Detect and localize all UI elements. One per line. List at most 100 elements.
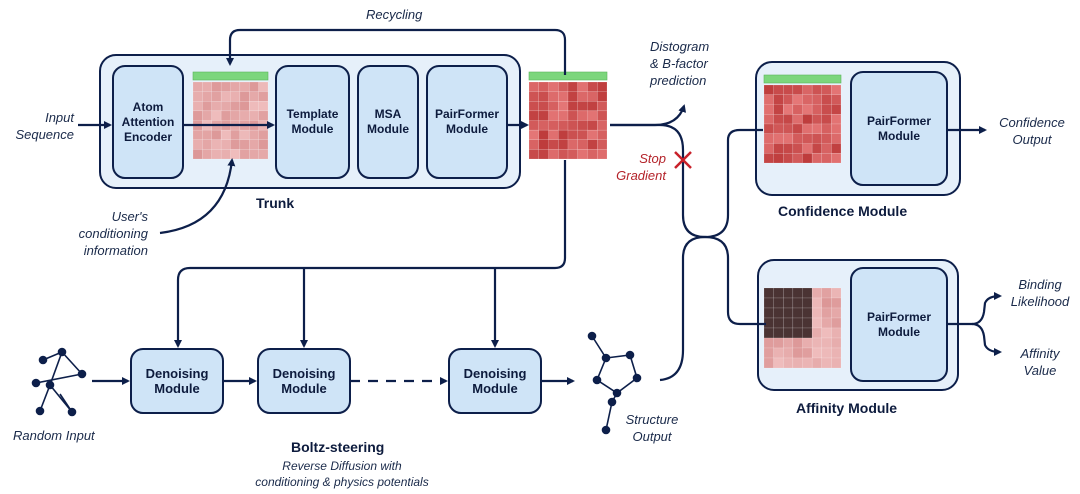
pair-grid-cell <box>773 94 784 105</box>
pair-grid-cell <box>783 307 794 319</box>
pair-grid-cell <box>802 347 813 359</box>
pair-grid-cell <box>792 84 803 95</box>
pair-grid-cell <box>773 153 784 164</box>
pair-grid-cell <box>831 317 842 329</box>
pair-grid-cell <box>548 81 559 92</box>
pair-grid-cell <box>249 129 259 140</box>
input-sequence-label: Input Sequence <box>15 110 74 142</box>
pair-grid-cell <box>587 149 598 160</box>
pair-grid-cell <box>831 143 842 154</box>
structure-output-label: Structure Output <box>625 412 679 444</box>
pair-grid-cell <box>597 110 608 121</box>
pair-grid-cell <box>783 297 794 309</box>
pair-grid-cell <box>821 357 832 369</box>
pair-grid-cell <box>831 104 842 115</box>
pair-grid-cell <box>821 94 832 105</box>
pair-grid-cell <box>192 129 203 140</box>
pair-grid-cell <box>792 357 803 369</box>
pair-grid-cell <box>811 287 822 299</box>
pair-grid-cell <box>783 143 794 154</box>
pair-grid-cell <box>773 347 784 359</box>
pair-grid-cell <box>230 110 241 121</box>
pair-grid-cell <box>802 133 813 144</box>
pair-grid-cell <box>597 149 608 160</box>
pair-grid-cell <box>239 129 250 140</box>
pair-grid-cell <box>831 287 842 299</box>
pair-grid-cell <box>763 84 774 95</box>
pair-grid-cell <box>192 149 203 160</box>
pair-grid-cell <box>811 337 822 349</box>
stop-cross-icon <box>674 151 692 169</box>
pair-grid-cell <box>597 81 608 92</box>
pair-grid-cell <box>249 110 259 121</box>
pair-grid-cell <box>230 139 241 150</box>
pair-grid-cell <box>202 139 212 150</box>
pair-grid-cell <box>831 357 842 369</box>
pair-grid-cell <box>792 114 803 125</box>
pair-grid-cell <box>567 129 578 140</box>
pair-grid-cell <box>587 110 598 121</box>
pair-grid-cell <box>831 327 842 339</box>
pair-grid-cell <box>567 101 578 112</box>
pair-grid-cell <box>811 327 822 339</box>
pair-grid-cell <box>821 133 832 144</box>
msa-module-label: MSA Module <box>367 107 409 136</box>
sequence-embedding-bar <box>528 71 608 81</box>
pair-grid-cell <box>773 307 784 319</box>
pair-grid-cell <box>192 81 203 92</box>
pair-grid-cell <box>811 94 822 105</box>
pair-grid-cell <box>202 110 212 121</box>
pair-grid-cell <box>258 149 269 160</box>
pair-grid-cell <box>783 327 794 339</box>
pair-grid-cell <box>831 84 842 95</box>
pair-grid-cell <box>548 139 559 150</box>
atom-attention-encoder-label: Atom Attention Encoder <box>121 99 175 144</box>
pair-grid-cell <box>831 347 842 359</box>
pair-grid-cell <box>763 153 774 164</box>
pair-grid-cell <box>528 81 539 92</box>
distogram-label: Distogram & B-factor prediction <box>650 39 710 88</box>
pair-grid-cell <box>597 101 608 112</box>
pair-grid-cell <box>577 129 588 140</box>
pair-grid-cell <box>528 139 539 150</box>
pair-grid-cell <box>792 297 803 309</box>
pair-grid-cell <box>239 139 250 150</box>
pair-grid-cell <box>792 133 803 144</box>
pair-grid-cell <box>792 347 803 359</box>
pair-grid-cell <box>558 129 569 140</box>
pair-grid-cell <box>220 149 231 160</box>
pair-grid-cell <box>811 133 822 144</box>
pair-grid-cell <box>783 287 794 299</box>
pair-grid-cell <box>577 110 588 121</box>
pair-grid-cell <box>831 133 842 144</box>
pair-grid-cell <box>792 104 803 115</box>
pair-grid-cell <box>587 91 598 102</box>
pairformer-trunk-box <box>426 65 508 179</box>
pair-grid-cell <box>577 149 588 160</box>
pair-grid-cell <box>220 129 231 140</box>
pair-grid-cell <box>763 104 774 115</box>
pair-grid-cell <box>211 110 222 121</box>
pair-grid-cell <box>220 91 231 102</box>
pair-grid-cell <box>802 357 813 369</box>
pair-grid-cell <box>558 120 569 131</box>
pair-grid-cell <box>763 287 774 299</box>
pair-grid-cell <box>763 307 774 319</box>
pair-grid-cell <box>249 139 259 150</box>
pair-grid-cell <box>567 149 578 160</box>
pair-grid-cell <box>792 143 803 154</box>
pair-grid-cell <box>548 91 559 102</box>
pair-grid-cell <box>230 81 241 92</box>
pair-grid-cell <box>587 101 598 112</box>
pair-grid-cell <box>202 149 212 160</box>
pair-grid-cell <box>773 357 784 369</box>
pair-grid-cell <box>211 129 222 140</box>
boltz-steering-caption: Reverse Diffusion with conditioning & ph… <box>255 459 429 489</box>
pair-grid-cell <box>548 129 559 140</box>
pair-grid-cell <box>802 84 813 95</box>
pair-grid-cell <box>538 81 549 92</box>
pair-grid-cell <box>792 123 803 134</box>
pair-grid-cell <box>811 307 822 319</box>
pair-grid-cell <box>577 91 588 102</box>
pair-representation-affinity-grid <box>763 287 842 369</box>
